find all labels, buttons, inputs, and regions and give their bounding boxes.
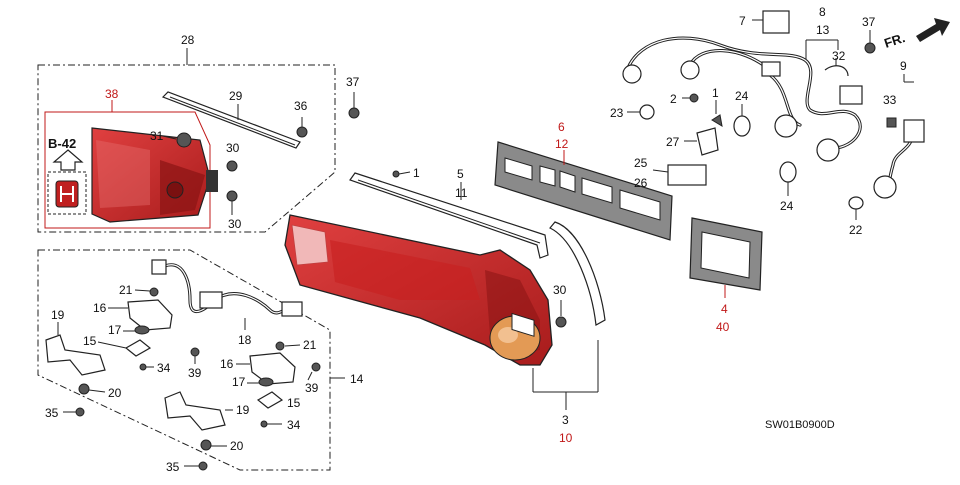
callout-1a: 1	[413, 166, 420, 180]
callout-39b: 39	[305, 381, 319, 395]
callout-7: 7	[739, 14, 746, 28]
callout-34a: 34	[157, 361, 171, 375]
callout-5: 5	[457, 167, 464, 181]
callout-17a: 17	[108, 323, 122, 337]
bracket-19b	[164, 391, 226, 431]
callout-21a: 21	[119, 283, 133, 297]
callout-26: 26	[634, 176, 648, 190]
callout-6: 6	[558, 120, 565, 134]
callout-28: 28	[181, 33, 195, 47]
callout-2: 2	[670, 92, 677, 106]
grommet-31	[176, 132, 192, 148]
socket-bracket-16b	[249, 352, 296, 385]
callout-17b: 17	[232, 375, 246, 389]
front-marker: FR.	[882, 30, 907, 51]
callout-1b: 1	[712, 86, 719, 100]
group-14-frame	[37, 249, 331, 471]
callout-18: 18	[238, 333, 252, 347]
nut-30a	[226, 160, 238, 172]
group-28-frame	[37, 64, 336, 233]
callout-33: 33	[883, 93, 897, 107]
callout-30b: 30	[228, 217, 242, 231]
socket-bracket-16a	[127, 299, 173, 331]
callout-36: 36	[294, 99, 308, 113]
callout-24b: 24	[780, 199, 794, 213]
callout-3: 3	[562, 413, 569, 427]
callout-24a: 24	[735, 89, 749, 103]
cover-7	[762, 10, 790, 34]
callout-20a: 20	[108, 386, 122, 400]
callout-16a: 16	[93, 301, 107, 315]
callout-9: 9	[900, 59, 907, 73]
callout-4: 4	[721, 302, 728, 316]
callout-13: 13	[816, 23, 830, 37]
up-arrow-icon	[52, 149, 84, 171]
callout-16b: 16	[220, 357, 234, 371]
callout-35b: 35	[166, 460, 180, 474]
nut-30b	[226, 190, 238, 202]
callout-8: 8	[819, 5, 826, 19]
ref-marker-b42: B-42	[48, 136, 76, 151]
callout-38: 38	[105, 87, 119, 101]
callout-14: 14	[350, 372, 364, 386]
callout-23: 23	[610, 106, 624, 120]
callout-15b: 15	[287, 396, 301, 410]
bracket-27	[696, 127, 719, 156]
diagram-code: SW01B0900D	[765, 419, 835, 431]
callout-37b: 37	[862, 15, 876, 29]
nut-37a	[348, 107, 360, 119]
lamp-25	[667, 164, 707, 186]
callout-19b: 19	[236, 403, 250, 417]
callout-19a: 19	[51, 308, 65, 322]
callout-27: 27	[666, 135, 680, 149]
callout-30c: 30	[553, 283, 567, 297]
callout-30a: 30	[226, 141, 240, 155]
callout-22: 22	[849, 223, 863, 237]
callout-31: 31	[150, 129, 164, 143]
callout-39a: 39	[188, 366, 202, 380]
callout-25: 25	[634, 156, 648, 170]
callout-34b: 34	[287, 418, 301, 432]
callout-12: 12	[555, 137, 569, 151]
front-arrow-icon	[916, 18, 950, 42]
callout-20b: 20	[230, 439, 244, 453]
bracket-19a	[45, 334, 106, 376]
callout-32: 32	[832, 49, 846, 63]
callout-11: 11	[455, 186, 468, 200]
callout-15a: 15	[83, 334, 97, 348]
seal-strip	[549, 221, 606, 326]
callout-10: 10	[559, 431, 573, 445]
callout-35a: 35	[45, 406, 59, 420]
callout-40: 40	[716, 320, 730, 334]
callout-29: 29	[229, 89, 243, 103]
callout-37a: 37	[346, 75, 360, 89]
nut-36	[296, 126, 308, 138]
callout-21b: 21	[303, 338, 317, 352]
